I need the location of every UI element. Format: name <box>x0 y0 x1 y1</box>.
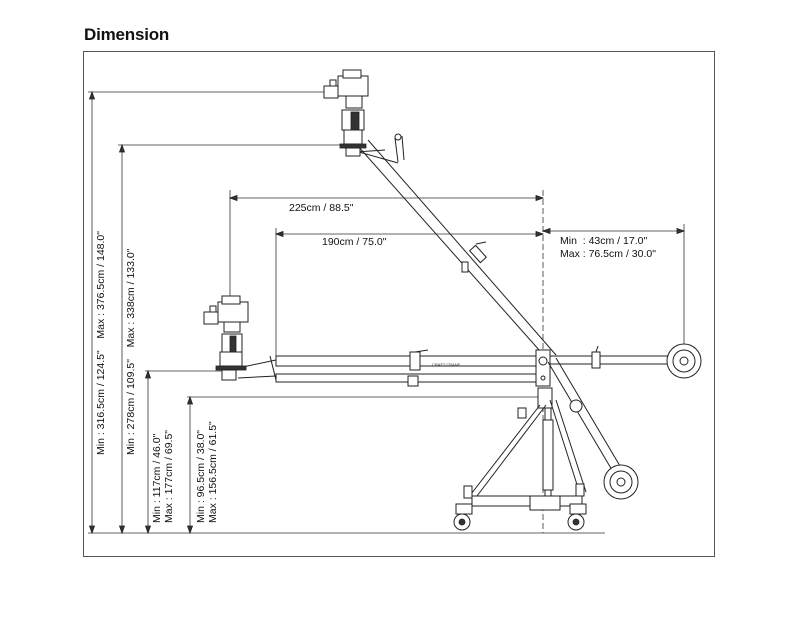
height-dimension-total <box>88 90 340 535</box>
diagram-frame <box>83 51 715 557</box>
label-width-190: 190cm / 75.0" <box>322 236 387 248</box>
counterweight-icon-raised <box>547 357 639 500</box>
label-arm-height: Min : 278cm / 109.5" Max : 338cm / 133.0… <box>125 248 137 455</box>
height-dimension-mid <box>144 369 222 535</box>
counterweight-icon-rear <box>666 343 702 379</box>
dolly-wheel-icon-left <box>453 485 473 531</box>
label-low-height-min: Min : 96.5cm / 38.0" <box>195 430 207 523</box>
width-dimension-225 <box>228 190 545 300</box>
tripod <box>467 387 587 511</box>
label-width-225: 225cm / 88.5" <box>289 202 354 214</box>
height-dimension-low <box>186 395 545 535</box>
horizontal-arm: CRAFT CRANE <box>237 345 669 387</box>
width-dimension-190 <box>274 228 545 358</box>
height-dimension-arm <box>118 143 340 535</box>
raised-arm <box>344 133 557 361</box>
page-title: Dimension <box>84 25 170 44</box>
dolly-wheel-icon-right <box>567 483 587 531</box>
camera-head-icon-bottom <box>203 295 249 381</box>
camera-head-icon-top <box>323 69 369 157</box>
label-total-height: Min : 316.5cm / 124.5" Max : 376.5cm / 1… <box>95 231 107 455</box>
label-mid-height-min: Min : 117cm / 46.0" <box>151 433 163 523</box>
label-low-height-max: Max : 156.5cm / 61.5" <box>207 421 219 523</box>
label-mid-height-max: Max : 177cm / 69.5" <box>163 430 175 523</box>
label-rear-min: Min : 43cm / 17.0" <box>560 235 647 247</box>
arm-brand-text: CRAFT CRANE <box>432 362 461 367</box>
label-rear-max: Max : 76.5cm / 30.0" <box>560 248 656 260</box>
